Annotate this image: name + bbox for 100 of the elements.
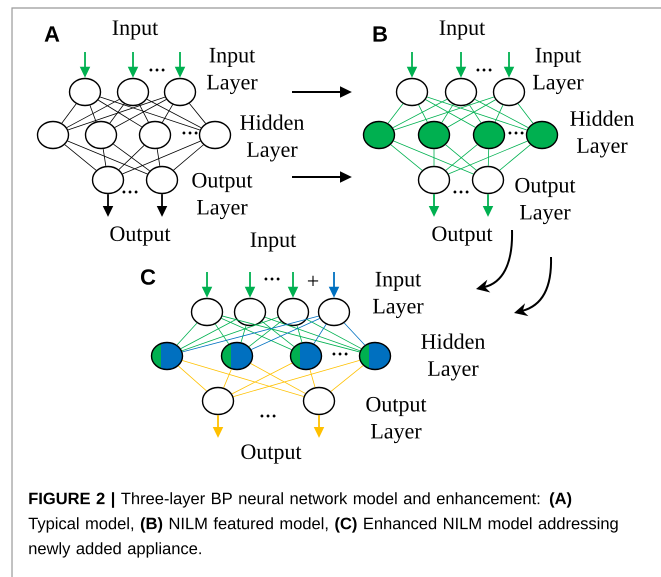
connection-line	[393, 140, 474, 174]
panel-letter: C	[140, 269, 156, 285]
neuron-circle	[68, 78, 102, 106]
connection-line	[109, 104, 125, 124]
connection-line	[61, 104, 77, 124]
panel-letter: A	[44, 26, 60, 42]
connection-line	[102, 148, 106, 166]
connection-line	[68, 96, 166, 130]
connection-line	[113, 144, 150, 172]
connection-line	[441, 104, 454, 123]
connection-line	[221, 318, 292, 350]
neuron-circle	[138, 120, 172, 150]
connection-line	[118, 145, 144, 170]
io-label: Input	[250, 232, 296, 252]
connection-line	[250, 363, 306, 394]
connection-line	[390, 144, 423, 171]
connection-line	[223, 368, 232, 388]
neuron-circle	[150, 342, 184, 370]
connection-line	[240, 325, 246, 343]
io-label: +	[308, 276, 318, 286]
panel-letter: B	[374, 26, 387, 42]
connection-line	[494, 104, 504, 122]
layer-label: Output Layer	[192, 172, 252, 220]
connection-line	[426, 96, 528, 130]
connection-line	[182, 316, 319, 352]
connection-line	[306, 319, 362, 349]
connection-line	[178, 366, 207, 392]
connection-line	[182, 316, 278, 352]
neuron-circle	[198, 120, 232, 150]
neuron-circle	[202, 386, 234, 416]
neuron-circle	[190, 298, 224, 326]
ellipsis: …	[264, 278, 280, 280]
neuron-circle	[396, 78, 428, 106]
connection-line	[264, 316, 360, 352]
connection-line	[182, 360, 304, 397]
connection-line	[222, 316, 360, 352]
connection-line	[156, 148, 160, 166]
connection-line	[139, 104, 149, 122]
connection-line	[262, 321, 294, 347]
connection-line	[447, 99, 496, 128]
connection-line	[468, 104, 482, 124]
connection-line	[64, 144, 97, 171]
connection-line	[388, 103, 404, 124]
io-label: Output	[241, 444, 302, 464]
neuron-circle	[358, 342, 392, 370]
connection-line	[98, 100, 142, 128]
connection-line	[314, 324, 327, 344]
neuron-circle	[418, 166, 450, 194]
connection-line	[100, 96, 200, 130]
neuron-circle	[472, 120, 506, 150]
layer-label: Hidden Layer	[570, 110, 634, 158]
connection-line	[214, 324, 230, 344]
layer-label: Output Layer	[366, 396, 426, 444]
layer-label: Output Layer	[515, 178, 576, 224]
neuron-circle	[444, 78, 478, 106]
connection-line	[310, 369, 316, 388]
connection-line	[232, 362, 292, 394]
ellipsis: …	[150, 68, 165, 72]
connection-line	[499, 144, 531, 171]
layer-label: Hidden Layer	[421, 334, 486, 380]
neuron-circle	[276, 298, 310, 326]
connection-line	[392, 98, 448, 128]
layer-label: Input Layer	[372, 272, 424, 318]
layer-label: Input Layer	[206, 48, 258, 94]
ellipsis: …	[260, 414, 276, 418]
neuron-circle	[92, 166, 124, 194]
neuron-circle	[220, 342, 254, 370]
connection-line	[448, 140, 528, 174]
io-label: Input	[440, 20, 486, 40]
connection-line	[114, 99, 167, 128]
layer-label: Input Layer	[532, 48, 584, 94]
io-label: Output	[110, 226, 170, 246]
connection-line	[330, 365, 364, 392]
ellipsis: …	[508, 132, 524, 134]
neuron-circle	[418, 120, 450, 150]
neuron-circle	[318, 298, 350, 326]
io-label: Output	[432, 226, 492, 246]
connection-line	[180, 318, 237, 350]
connection-line	[66, 99, 120, 128]
neuron-circle	[302, 386, 336, 416]
neuron-circle	[492, 78, 526, 106]
figure-caption: FIGURE 2 | Three-layer BP neural network model and enhancement: (A) Typical model, (B) NILM featured model, (C) Enhanced NILM model addressing newly added appliance.	[28, 492, 618, 558]
connection-line	[344, 322, 366, 346]
connection-line	[122, 140, 201, 174]
connection-line	[488, 148, 490, 166]
neuron-circle	[290, 342, 322, 370]
connection-line	[518, 103, 534, 124]
neuron-circle	[146, 166, 178, 194]
neuron-circle	[472, 166, 504, 194]
connection-line	[189, 103, 206, 124]
connection-line	[394, 96, 494, 130]
connection-line	[90, 105, 96, 122]
ellipsis: …	[454, 190, 469, 194]
connection-line	[425, 99, 476, 128]
connection-line	[67, 140, 148, 174]
ellipsis: …	[332, 352, 348, 356]
ellipsis: …	[476, 68, 492, 72]
connection-line	[474, 98, 529, 128]
layer-label: Hidden Layer	[240, 114, 304, 162]
connection-line	[233, 360, 360, 397]
